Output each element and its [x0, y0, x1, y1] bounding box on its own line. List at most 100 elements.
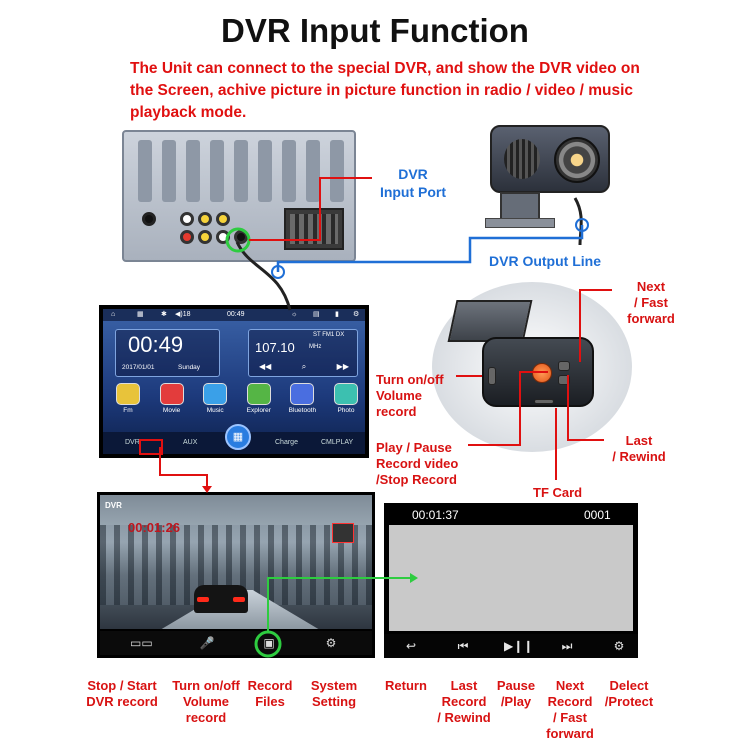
search-icon[interactable]: ⌕: [301, 362, 307, 371]
rca-port-white: [216, 230, 230, 244]
camera-cable: [573, 197, 583, 246]
volume-icon: ◀)18: [175, 311, 191, 318]
heatsink-fin: [186, 140, 200, 202]
fm-band-tags: ST FM1 DX: [313, 332, 345, 338]
turn-on-off-volume-record-label: Turn on/off Volume record: [376, 372, 444, 419]
status-time: 00:49: [227, 311, 245, 318]
pause-play-label: Pause/Play: [496, 678, 536, 709]
home-grid-icon[interactable]: ▦: [225, 424, 251, 450]
play-pause-icon[interactable]: ▶❙❙: [504, 639, 534, 653]
delete-protect-icon[interactable]: ⚙: [613, 639, 625, 653]
bluetooth-icon: ✱: [161, 311, 167, 318]
tf-card-label: TF Card: [533, 485, 583, 500]
play-pause-record-button[interactable]: [532, 363, 552, 383]
dvr-record-time: 00:01:26: [128, 520, 181, 535]
next-button[interactable]: [558, 361, 570, 371]
antenna-port: [142, 212, 156, 226]
heatsink-fin: [162, 140, 176, 202]
tf-card-slot: [534, 399, 554, 404]
camera-lens: [554, 137, 600, 183]
rca-port-red: [180, 230, 194, 244]
status-bar: ⌂ ▦ ✱ ◀)18 00:49 ☼ ▤ ▮ ⚙: [103, 309, 365, 321]
microphone-icon[interactable]: 🎤: [199, 636, 215, 650]
nav-aux[interactable]: AUX: [183, 439, 198, 446]
app-movie[interactable]: Movie: [153, 383, 191, 414]
page-title: DVR Input Function: [221, 12, 529, 49]
battery-icon: ▮: [335, 311, 339, 318]
playback-video: [389, 525, 633, 631]
intro-line: playback mode.: [130, 104, 247, 121]
intro-text: The Unit can connect to the special DVR,…: [130, 58, 690, 124]
nav-charge[interactable]: Charge: [275, 439, 298, 446]
rca-port-yellow: [216, 212, 230, 226]
fm-unit: MHz: [309, 344, 322, 350]
nav-cmlplay[interactable]: CMLPLAY: [321, 439, 354, 446]
app-bluetooth[interactable]: Bluetooth: [283, 383, 321, 414]
radio-head-unit-screen: ⌂ ▦ ✱ ◀)18 00:49 ☼ ▤ ▮ ⚙ 00:49 2017/01/0…: [99, 305, 369, 458]
dvr-input-jack[interactable]: [234, 230, 248, 244]
screen-icon: ▦: [137, 311, 144, 318]
playback-toolbar: ↩ ⏮ ▶❙❙ ⏭ ⚙: [384, 634, 638, 658]
wiring-harness-connector: [284, 208, 344, 250]
heatsink-fin: [258, 140, 272, 202]
clock-date: 2017/01/01: [122, 364, 155, 371]
brightness-icon[interactable]: ☼: [291, 311, 298, 318]
file-icon: ▤: [313, 311, 320, 318]
home-icon[interactable]: ⌂: [111, 311, 116, 318]
rewind-icon[interactable]: ⏮: [457, 639, 469, 653]
clock-day: Sunday: [178, 364, 201, 371]
file-counter: 0001: [584, 508, 611, 522]
clock-widget[interactable]: 00:49 2017/01/01 Sunday: [115, 329, 220, 377]
heatsink-fin: [306, 140, 320, 202]
dvr-live-screen: DVR 00:01:26 ▭▭ 🎤 ▣ ⚙: [97, 492, 375, 658]
record-files-icon[interactable]: ▣: [263, 636, 275, 650]
volume-record-button[interactable]: [488, 367, 496, 385]
output-line-start-marker: [271, 265, 285, 279]
dvr-camera: [490, 125, 610, 193]
bottom-nav: DVR AUX ▦ Charge CMLPLAY: [103, 424, 365, 454]
dvr-output-line-label: DVR Output Line: [489, 253, 601, 269]
rca-port-yellow: [198, 230, 212, 244]
head-unit-back-panel: [122, 130, 356, 262]
seek-forward-icon[interactable]: ▶▶: [336, 362, 349, 371]
intro-line: the Screen, achive picture in picture fu…: [130, 82, 634, 99]
app-row: Fm Movie Music Explorer Bluetooth Photo: [109, 383, 365, 414]
nav-dvr[interactable]: DVR: [125, 439, 140, 446]
folder-icon: [246, 383, 271, 405]
delete-protect-label: Delect/Protect: [604, 678, 654, 709]
heatsink-fin: [138, 140, 152, 202]
app-explorer[interactable]: Explorer: [240, 383, 278, 414]
last-button[interactable]: [558, 375, 570, 385]
rca-port-yellow: [198, 212, 212, 226]
fast-forward-icon[interactable]: ⏭: [561, 639, 573, 653]
output-line-end-marker: [575, 218, 589, 232]
system-setting-icon[interactable]: ⚙: [325, 636, 337, 650]
app-music[interactable]: Music: [196, 383, 234, 414]
dvr-remote: [482, 337, 594, 407]
seek-back-icon[interactable]: ◀◀: [259, 362, 272, 371]
return-label: Return: [385, 678, 427, 693]
last-rewind-label: Last / Rewind: [612, 433, 666, 464]
fm-widget[interactable]: ST FM1 DX 107.10 MHz ◀◀ ⌕ ▶▶: [248, 329, 358, 377]
return-icon[interactable]: ↩: [405, 639, 417, 653]
heatsink-fin: [330, 140, 344, 202]
playback-screen: 00:01:37 0001 ↩ ⏮ ▶❙❙ ⏭ ⚙: [384, 503, 638, 658]
play-pause-record-label: Play / Pause Record video /Stop Record: [376, 440, 459, 487]
app-fm[interactable]: Fm: [109, 383, 147, 414]
music-icon: [203, 383, 228, 405]
stop-start-record-icon[interactable]: ▭▭: [130, 636, 153, 650]
intro-line: The Unit can connect to the special DVR,…: [130, 60, 640, 77]
bluetooth-app-icon: [290, 383, 315, 405]
settings-gear-icon[interactable]: ⚙: [353, 311, 360, 318]
remote-mount-clip: [447, 300, 533, 342]
rca-port-white: [180, 212, 194, 226]
car-in-video: [194, 585, 248, 613]
heatsink-fin: [234, 140, 248, 202]
app-photo[interactable]: Photo: [327, 383, 365, 414]
clock-time: 00:49: [128, 332, 184, 357]
dvr-video-feed: DVR 00:01:26: [100, 495, 372, 629]
heatsink-fin: [282, 140, 296, 202]
